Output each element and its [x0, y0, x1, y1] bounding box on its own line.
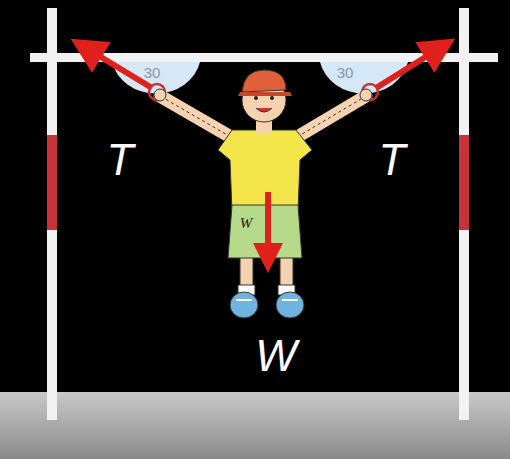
- angle-value: 30: [144, 65, 161, 80]
- weight-arrow: [265, 192, 271, 258]
- boy-figure: [149, 70, 378, 318]
- force-label: T: [107, 138, 134, 182]
- tension-arrow: [86, 48, 152, 88]
- tension-arrow: [376, 48, 440, 88]
- force-label: W: [240, 216, 253, 231]
- force-label: W: [255, 334, 297, 378]
- pole: [47, 8, 469, 420]
- angle-sector: [112, 62, 200, 94]
- ground: [0, 392, 510, 459]
- force-label: T: [379, 138, 406, 182]
- angle-value: 30: [337, 65, 354, 80]
